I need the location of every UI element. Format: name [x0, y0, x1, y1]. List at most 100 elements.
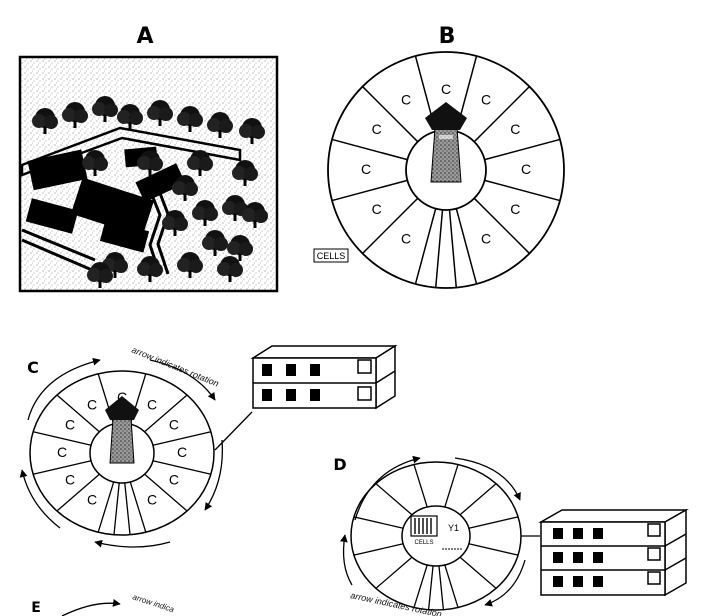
tree	[187, 150, 213, 176]
cell-label: C	[169, 472, 179, 488]
cell-divider	[56, 473, 100, 512]
tree	[177, 106, 203, 132]
cell-divider	[331, 138, 408, 161]
cell-divider	[473, 197, 530, 254]
connector-c	[214, 411, 253, 451]
cell-divider	[484, 138, 561, 161]
cell-divider	[484, 179, 561, 202]
tree	[32, 108, 58, 134]
cell-label: C	[510, 201, 520, 217]
corridor-wall	[434, 209, 444, 288]
tree	[207, 112, 233, 138]
cell-label: C	[401, 92, 411, 108]
tree	[162, 210, 188, 236]
tree	[192, 200, 218, 226]
watchtower-b	[425, 102, 467, 183]
cell-divider	[331, 179, 408, 202]
building-c	[250, 344, 398, 410]
tree	[82, 150, 108, 176]
corridor-wall	[113, 482, 120, 535]
corridor-wall	[438, 565, 445, 610]
panel-d-letter: D	[333, 455, 346, 474]
cell-divider	[144, 394, 188, 433]
cell-divider	[459, 556, 497, 589]
cell-divider	[455, 208, 478, 285]
village-houses	[25, 146, 186, 253]
cell-divider	[413, 564, 428, 608]
cell-divider	[468, 543, 519, 556]
tree	[117, 104, 143, 130]
cell-divider	[144, 473, 188, 512]
tree	[172, 175, 198, 201]
cell-divider	[468, 516, 519, 529]
tree	[87, 262, 113, 288]
panel-d: D CELLS Y1 arrow indicates rotat	[333, 455, 689, 616]
cell-divider	[129, 481, 147, 533]
cell-divider	[413, 464, 428, 508]
cell-divider	[375, 556, 413, 589]
tree	[227, 235, 253, 261]
cell-divider	[375, 483, 413, 516]
panel-a-letter: A	[136, 24, 153, 49]
cell-label: C	[87, 492, 97, 508]
cells-icon-d: CELLS Y1	[410, 515, 462, 550]
panel-a: A	[18, 24, 279, 293]
cell-divider	[444, 564, 459, 608]
panel-b-letter: B	[439, 24, 456, 49]
cell-label: C	[510, 121, 520, 137]
cell-divider	[353, 543, 404, 556]
rotation-arrow-e	[61, 599, 121, 616]
village-trees	[32, 96, 268, 288]
cell-label: C	[147, 492, 157, 508]
cell-label: C	[401, 230, 411, 246]
cell-label: C	[65, 472, 75, 488]
cell-divider	[459, 483, 497, 516]
cell-divider	[152, 431, 212, 446]
center-mark-d: Y1	[448, 523, 459, 533]
tree	[217, 256, 243, 282]
cell-divider	[362, 197, 419, 254]
tree	[239, 118, 265, 144]
tree	[242, 202, 268, 228]
tree	[62, 102, 88, 128]
tree	[232, 160, 258, 186]
cell-label: C	[87, 396, 97, 412]
cell-divider	[32, 431, 92, 446]
cell-label: C	[177, 444, 187, 460]
cell-divider	[56, 394, 100, 433]
cell-label: C	[361, 161, 371, 177]
tree	[102, 252, 128, 278]
corridor-wall	[124, 482, 131, 535]
corridor-wall	[427, 565, 434, 610]
cell-label: C	[65, 417, 75, 433]
building-d	[538, 508, 689, 597]
panel-c-letter: C	[27, 358, 39, 377]
cells-legend-label: CELLS	[317, 251, 346, 261]
rotation-arrows-d	[340, 455, 526, 607]
tree	[137, 256, 163, 282]
cells-legend: CELLS	[313, 248, 349, 263]
rotation-arrows-c	[19, 357, 224, 548]
watchtower-c	[105, 396, 139, 464]
cell-label: C	[147, 396, 157, 412]
cell-divider	[444, 464, 459, 508]
cell-label: C	[521, 161, 531, 177]
cell-label: C	[372, 201, 382, 217]
tree	[177, 252, 203, 278]
cell-label: C	[372, 121, 382, 137]
tree	[137, 150, 163, 176]
cell-label: C	[57, 444, 67, 460]
center-cells-label-d: CELLS	[414, 540, 433, 546]
corridor-wall	[448, 209, 458, 288]
cell-divider	[473, 86, 530, 143]
cell-label: C	[441, 81, 451, 97]
panel-e: E arrow indica	[31, 592, 176, 616]
cell-divider	[97, 481, 115, 533]
tree	[92, 96, 118, 122]
panel-e-letter: E	[31, 600, 41, 616]
cell-divider	[414, 208, 437, 285]
